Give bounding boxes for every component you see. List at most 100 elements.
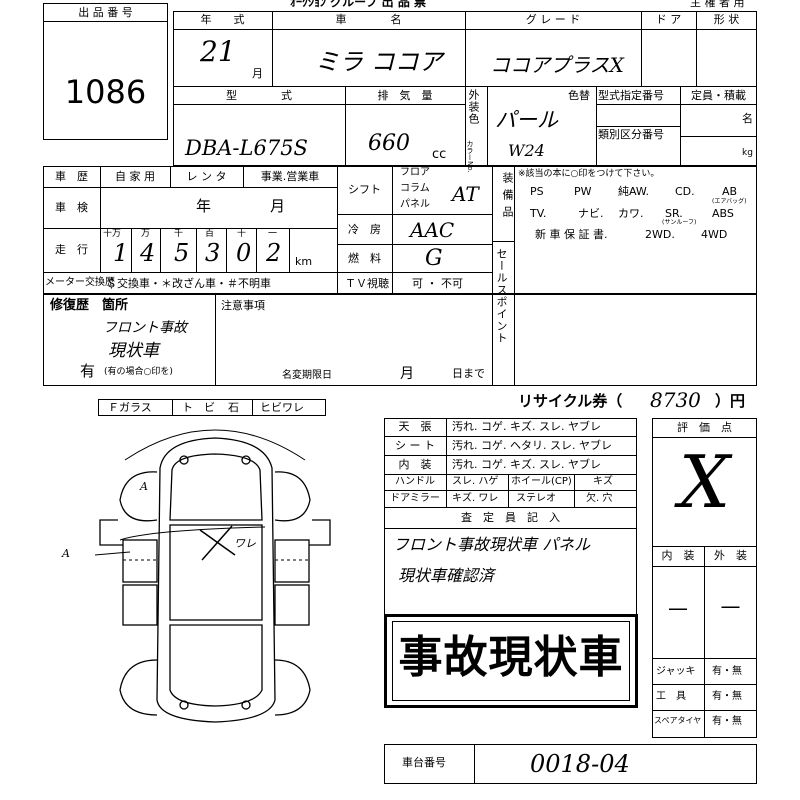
stereo-opt[interactable]: 欠. 穴 [586, 493, 613, 504]
handle-opt[interactable]: スレ. ハゲ [452, 476, 499, 487]
digit-label-1: 一 [268, 229, 278, 239]
equip-4wd[interactable]: 4WD [701, 228, 728, 241]
spare-opt[interactable]: 有・無 [712, 716, 742, 727]
form-title: ｵｰｸｼｮﾝ グループ 出 品 票 [290, 0, 426, 9]
history-table [43, 166, 757, 294]
equip-warranty[interactable]: 新 車 保 証 書. [535, 228, 608, 241]
history-private[interactable]: 自 家 用 [115, 170, 155, 183]
jack-label: ジャッキ [656, 666, 696, 677]
glass-opt-crack[interactable]: ヒビワレ [260, 401, 304, 414]
chassis-box [384, 744, 757, 784]
equipment-side-label: 装備品 [501, 172, 514, 223]
name-label: 車 名 [335, 13, 402, 26]
lot-number: 1086 [64, 73, 147, 111]
shift-label: シフト [348, 183, 381, 196]
shift-panel[interactable]: パネル [400, 199, 430, 210]
chassis-label: 車台番号 [402, 756, 446, 769]
grade-label: 評 価 点 [677, 421, 732, 434]
notes-label: 注意事項 [221, 299, 265, 312]
fuel-value: G [425, 246, 443, 271]
glass-opt-to[interactable]: ト [182, 401, 193, 414]
sales-repair-table [43, 294, 757, 386]
equip-abs[interactable]: ABS [712, 207, 734, 220]
equip-sr-note: (サンルーフ) [662, 219, 697, 226]
deadline-label: 名変期限日 [282, 370, 332, 381]
digit-label-100k: 十万 [103, 229, 122, 239]
history-business[interactable]: 事業.営業車 [260, 170, 320, 183]
equip-ab[interactable]: AB [722, 185, 738, 198]
equipment-note: ※該当の本に○印をつけて下さい。 [518, 169, 660, 179]
diagram-mark-crack: ワレ [234, 537, 256, 550]
repair-hand2: 現状車 [108, 341, 159, 361]
history-rental[interactable]: レ ン タ [186, 170, 227, 183]
equip-2wd[interactable]: 2WD. [645, 228, 675, 241]
equip-leather[interactable]: カワ. [618, 207, 644, 220]
body-label: 形 状 [713, 13, 740, 26]
mirror-opt[interactable]: キズ. ワレ [452, 493, 499, 504]
wheel-opt[interactable]: キズ [593, 476, 613, 487]
inspector-line2: 現状車確認済 [398, 566, 495, 585]
equip-navi[interactable]: ナビ. [578, 207, 604, 220]
deadline-day: 日まで [452, 367, 485, 380]
equip-ab-note: (エアバッグ) [712, 198, 747, 205]
digit-label-10: 十 [237, 229, 247, 239]
interior-grade-label: 内 装 [661, 549, 695, 562]
meter-label: メーター交換歴 [45, 277, 115, 288]
mileage-digit-1: 4 [140, 239, 156, 267]
color-value: パール [495, 108, 558, 132]
inspection-label: 車 検 [55, 201, 88, 214]
mileage-label: 走 行 [55, 243, 88, 256]
equip-pw[interactable]: PW [574, 185, 592, 198]
seat-label: シ ー ト [395, 439, 435, 452]
month-suffix: 月 [252, 67, 263, 80]
seat-opts[interactable]: 汚れ. コゲ. ヘタリ. スレ. ヤブレ [452, 439, 612, 452]
mileage-digit-0: 1 [113, 239, 129, 267]
grade-value: X [678, 440, 731, 524]
inspection-year: 年 [196, 197, 212, 215]
meter-options[interactable]: ＄交換車・＊改ざん車・＃不明車 [106, 277, 271, 290]
jack-opt[interactable]: 有・無 [712, 666, 742, 677]
mileage-digit-3: 3 [205, 239, 221, 267]
tv-value[interactable]: 可 ・ 不可 [412, 277, 463, 290]
color-change-label: 色替 [568, 89, 590, 102]
type-number-label: 型式指定番号 [598, 89, 664, 102]
mileage-digit-4: 0 [236, 239, 252, 267]
interior-grade-value: — [668, 596, 688, 620]
inspector-label: 査 定 員 記 入 [461, 511, 560, 524]
ac-label: 冷 房 [348, 223, 381, 236]
displacement-value: 660 [368, 131, 410, 156]
color-code: W24 [508, 141, 545, 160]
chassis-value: 0018-04 [530, 750, 630, 778]
exterior-grade-value: — [720, 594, 741, 618]
recycle-value: 8730 [650, 388, 701, 412]
tools-opt[interactable]: 有・無 [712, 691, 742, 702]
glass-opt-stone[interactable]: 石 [228, 401, 239, 414]
wheel-label: ホイール(CP) [511, 476, 572, 487]
equip-ps[interactable]: PS [530, 185, 544, 198]
shift-value: AT [452, 182, 479, 206]
glass-label: Ｆガラス [108, 401, 152, 414]
recycle-label: リサイクル券（ [518, 392, 623, 410]
displacement-label: 排 気 量 [377, 89, 433, 102]
ceiling-label: 天 張 [398, 420, 432, 433]
accident-stamp [384, 614, 638, 708]
equip-sr[interactable]: SR. [665, 207, 683, 220]
equip-cd[interactable]: CD. [675, 185, 695, 198]
shift-floor[interactable]: フロア [400, 167, 430, 178]
ceiling-opts[interactable]: 汚れ. コゲ. キズ. スレ. ヤブレ [452, 420, 601, 433]
owner-label: 主 権 者 用 [690, 0, 745, 9]
person-unit: 名 [742, 112, 753, 125]
lot-box [43, 3, 168, 140]
lot-label: 出 品 番 号 [78, 6, 133, 19]
equip-alloy[interactable]: 純AW. [618, 185, 650, 198]
stereo-label: ステレオ [516, 493, 556, 504]
mileage-unit: km [295, 255, 313, 268]
spare-label: スペアタイヤ [654, 716, 702, 725]
equip-tv[interactable]: TV. [530, 207, 547, 220]
interior-label: 内 装 [398, 458, 432, 471]
shift-column[interactable]: コラム [400, 183, 430, 194]
glass-opt-bi[interactable]: ビ [204, 401, 215, 414]
repair-note: (有の場合○印を) [104, 367, 173, 377]
ac-value: AAC [410, 218, 455, 242]
interior-opts[interactable]: 汚れ. コゲ. キズ. スレ. ヤブレ [452, 458, 601, 471]
